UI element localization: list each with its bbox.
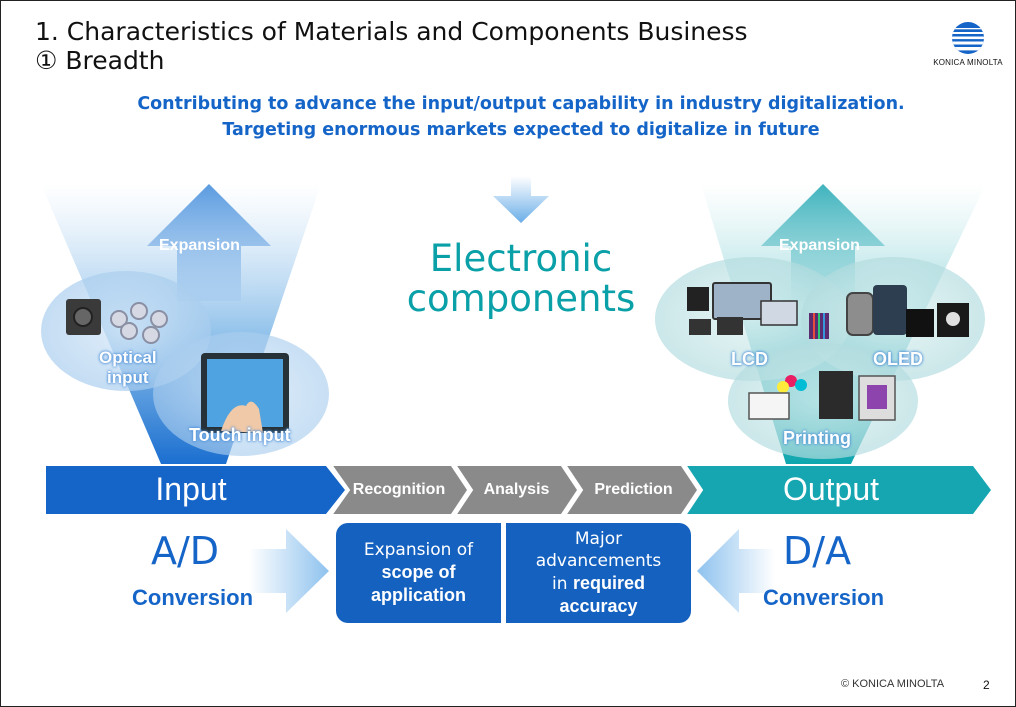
logo-text: KONICA MINOLTA — [933, 58, 1003, 67]
analysis-band — [456, 466, 577, 514]
scope-box: Expansion of scope of application — [336, 523, 501, 623]
left-conversion-arrow — [697, 529, 775, 613]
accuracy-box-line-3-pre: in — [552, 574, 568, 594]
touch-panel-icon — [201, 353, 289, 433]
scope-box-line-1: Expansion of — [363, 540, 474, 560]
da-label: D/A — [783, 529, 852, 573]
da-conversion-label: Conversion — [763, 585, 885, 610]
lcd-device-icons — [687, 282, 829, 339]
left-expansion-arrow — [147, 184, 271, 301]
accuracy-box-line-2: advancements — [535, 551, 662, 571]
center-title-line-2: components — [406, 277, 636, 320]
center-title-line-1: Electronic — [429, 237, 613, 280]
optical-input-line-2: input — [107, 368, 149, 387]
page-title: 1. Characteristics of Materials and Comp… — [35, 17, 748, 75]
title-line-2: ① Breadth — [35, 46, 165, 75]
globe-icon — [952, 22, 984, 54]
konica-minolta-logo: KONICA MINOLTA — [927, 21, 1009, 71]
output-band — [686, 466, 991, 514]
right-conversion-arrow — [249, 529, 329, 613]
recognition-label: Recognition — [352, 481, 446, 498]
subtitle-line-1: Contributing to advance the input/output… — [137, 94, 905, 114]
touch-input-label: Touch input — [189, 425, 291, 445]
oled-label: OLED — [873, 349, 924, 369]
subtitle: Contributing to advance the input/output… — [41, 91, 1001, 143]
ad-conversion-label: Conversion — [132, 585, 254, 610]
recognition-band — [332, 466, 467, 514]
optical-input-line-1: Optical — [99, 348, 157, 367]
scope-box-line-3: application — [370, 585, 466, 605]
subtitle-line-2: Targeting enormous markets expected to d… — [222, 120, 820, 140]
input-label: Input — [155, 471, 227, 507]
scope-box-line-2: scope of — [381, 562, 456, 582]
analysis-label: Analysis — [483, 481, 550, 498]
optical-input-label: Optical input — [99, 348, 157, 388]
output-label: Output — [782, 471, 880, 507]
printing-device-icons — [748, 371, 896, 421]
right-expansion-label: Expansion — [779, 237, 860, 254]
left-expansion-label: Expansion — [159, 237, 240, 254]
page-number: 2 — [983, 678, 990, 692]
accuracy-box: Major advancements in required accuracy — [506, 523, 691, 623]
down-arrow-icon — [493, 176, 549, 223]
oled-device-icons — [846, 285, 969, 337]
accuracy-box-line-4: accuracy — [559, 596, 638, 616]
printing-label: Printing — [783, 428, 851, 448]
input-band — [46, 466, 345, 514]
copyright: © KONICA MINOLTA — [841, 678, 945, 690]
center-title: Electronic components — [381, 239, 661, 319]
ad-label: A/D — [151, 529, 220, 573]
optical-lens-icons — [66, 299, 168, 344]
prediction-label: Prediction — [594, 481, 673, 498]
accuracy-box-line-1: Major — [574, 529, 623, 549]
title-line-1: 1. Characteristics of Materials and Comp… — [35, 17, 748, 46]
accuracy-box-line-3-bold: required — [572, 573, 645, 593]
lcd-label: LCD — [731, 349, 768, 369]
prediction-band — [566, 466, 697, 514]
